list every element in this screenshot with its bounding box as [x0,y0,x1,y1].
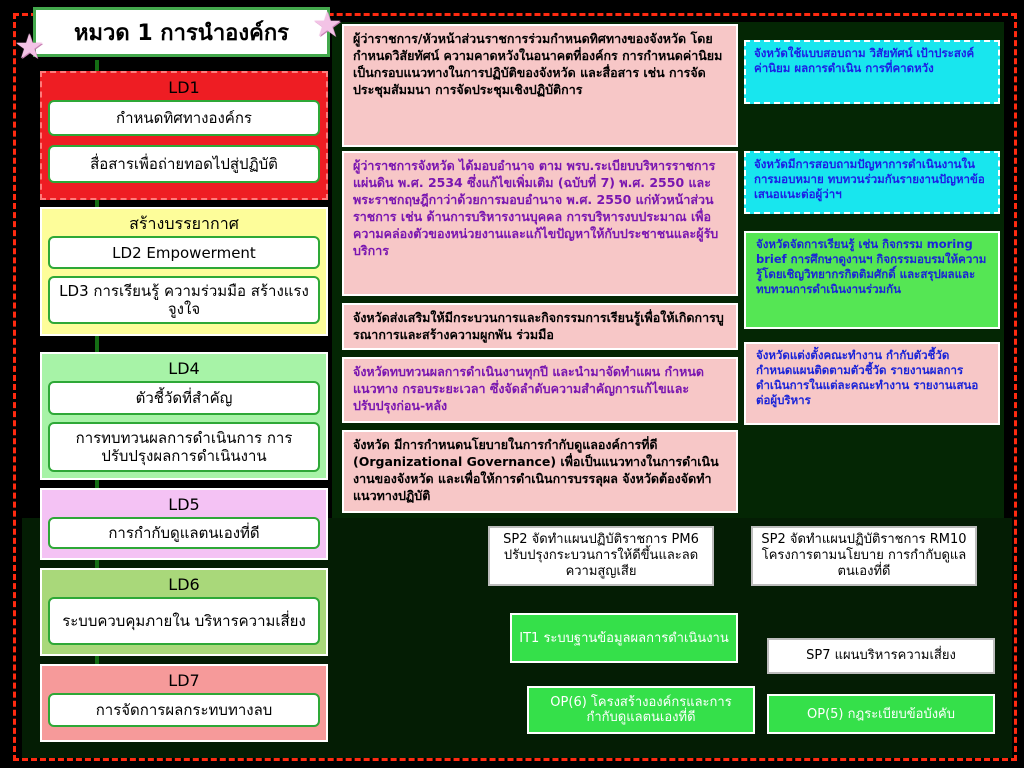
ref-it1-database[interactable]: IT1 ระบบฐานข้อมูลผลการดำเนินงาน [510,613,738,663]
ld5-title: LD5 [168,495,200,514]
ld7-group: LD7 การจัดการผลกระทบทางลบ [40,664,328,742]
ld4-group: LD4 ตัวชี้วัดที่สำคัญ การทบทวนผลการดำเนิ… [40,352,328,480]
page-title: หมวด 1 การนำองค์กร [33,7,330,57]
ld2-item-empowerment[interactable]: LD2 Empowerment [48,236,320,269]
ld6-item-risk[interactable]: ระบบควบคุมภายใน บริหารความเสี่ยง [48,597,320,645]
ref-sp2-rm10[interactable]: SP2 จัดทำแผนปฏิบัติราชการ RM10 โครงการตา… [751,526,977,586]
desc-ld5-governance: จังหวัด มีการกำหนดนโยบายในการกำกับดูแลอง… [342,430,738,513]
ld7-title: LD7 [168,671,200,690]
note-learning-activities: จังหวัดจัดการเรียนรู้ เช่น กิจกรรม morin… [744,231,1000,329]
dashed-frame [13,13,1017,761]
ld4-item-indicators[interactable]: ตัวชี้วัดที่สำคัญ [48,381,320,415]
ld7-item-impact[interactable]: การจัดการผลกระทบทางลบ [48,693,320,727]
ld1-title: LD1 [168,78,200,97]
desc-ld2-empowerment: ผู้ว่าราชการจังหวัด ได้มอบอำนาจ ตาม พรบ.… [342,151,738,296]
ld6-title: LD6 [168,575,200,594]
desc-ld4-review: จังหวัดทบทวนผลการดำเนินงานทุกปี และนำมาจ… [342,357,738,423]
ld6-group: LD6 ระบบควบคุมภายใน บริหารความเสี่ยง [40,568,328,656]
ld3-item-learning[interactable]: LD3 การเรียนรู้ ความร่วมมือ สร้างแรงจูงใ… [48,276,320,324]
star-icon-left: ★ [14,27,45,67]
ld1-item-communication[interactable]: สื่อสารเพื่อถ่ายทอดไปสู่ปฏิบัติ [48,145,320,183]
ld4-title: LD4 [168,359,200,378]
ref-sp7-risk-plan[interactable]: SP7 แผนบริหารความเสี่ยง [767,638,995,674]
ld5-group: LD5 การกำกับดูแลตนเองที่ดี [40,488,328,560]
ld23-title: สร้างบรรยากาศ [129,214,239,233]
ref-sp2-pm6[interactable]: SP2 จัดทำแผนปฏิบัติราชการ PM6 ปรับปรุงกร… [488,526,714,586]
ld23-group: สร้างบรรยากาศ LD2 Empowerment LD3 การเรี… [40,207,328,336]
ref-op5-regulations[interactable]: OP(5) กฎระเบียบข้อบังคับ [767,694,995,734]
desc-ld3-learning: จังหวัดส่งเสริมให้มีกระบวนการและกิจกรรมก… [342,303,738,350]
note-questionnaire: จังหวัดใช้แบบสอบถาม วิสัยทัศน์ เป้าประสง… [744,40,1000,104]
ref-op6-structure[interactable]: OP(6) โครงสร้างองค์กรและการกำกับดูแลตนเอ… [527,686,755,734]
ld5-item-governance[interactable]: การกำกับดูแลตนเองที่ดี [48,517,320,549]
desc-ld1-direction: ผู้ว่าราชการ/หัวหน้าส่วนราชการร่วมกำหนดท… [342,24,738,147]
ld1-group: LD1 กำหนดทิศทางองค์กร สื่อสารเพื่อถ่ายทอ… [40,71,328,200]
ld4-item-review[interactable]: การทบทวนผลการดำเนินการ การปรับปรุงผลการด… [48,422,320,472]
note-problem-survey: จังหวัดมีการสอบถามปัญหาการดำเนินงานในการ… [744,151,1000,214]
star-icon-right: ★ [312,5,343,45]
note-working-group: จังหวัดแต่งตั้งคณะทำงาน กำกับตัวชี้วัด ก… [744,342,1000,425]
ld1-item-direction[interactable]: กำหนดทิศทางองค์กร [48,100,320,136]
